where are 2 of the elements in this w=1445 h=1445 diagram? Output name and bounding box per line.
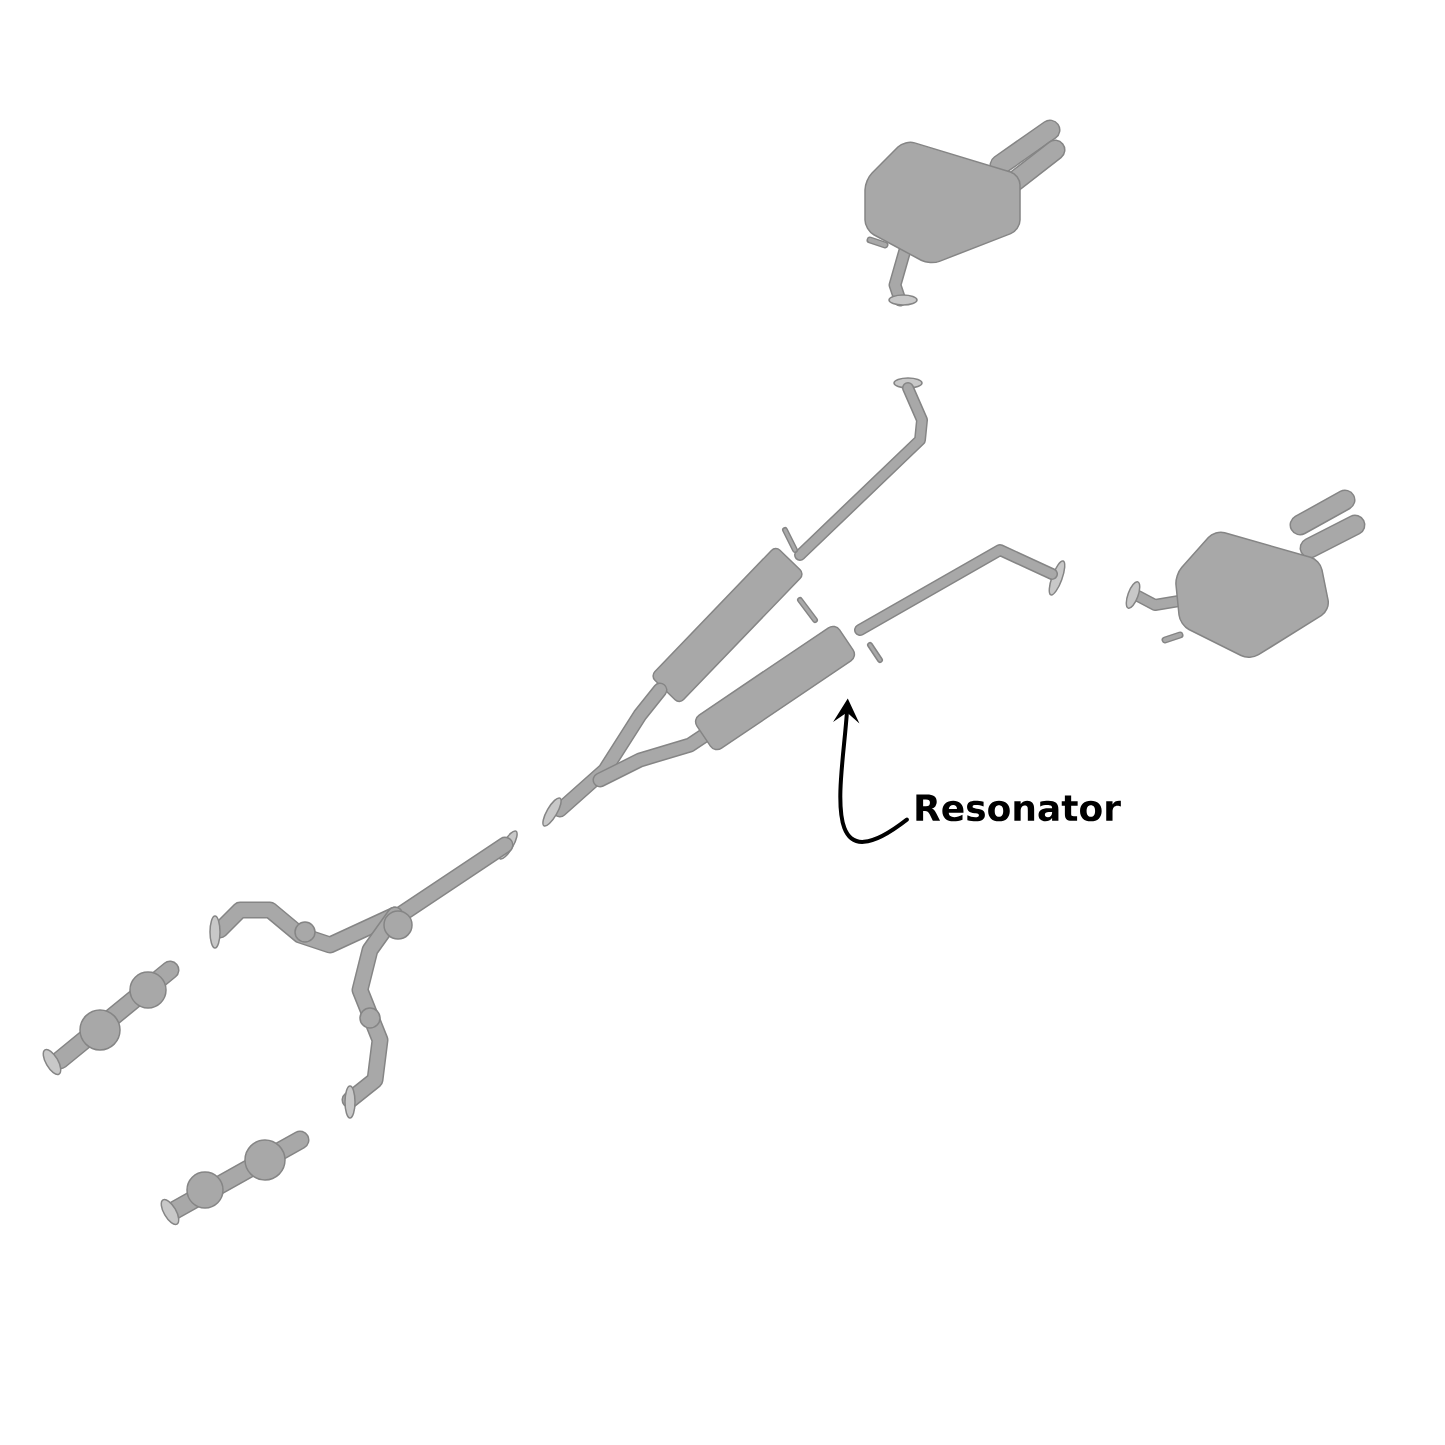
callout-label: Resonator xyxy=(916,794,1121,822)
resonator xyxy=(694,625,856,751)
